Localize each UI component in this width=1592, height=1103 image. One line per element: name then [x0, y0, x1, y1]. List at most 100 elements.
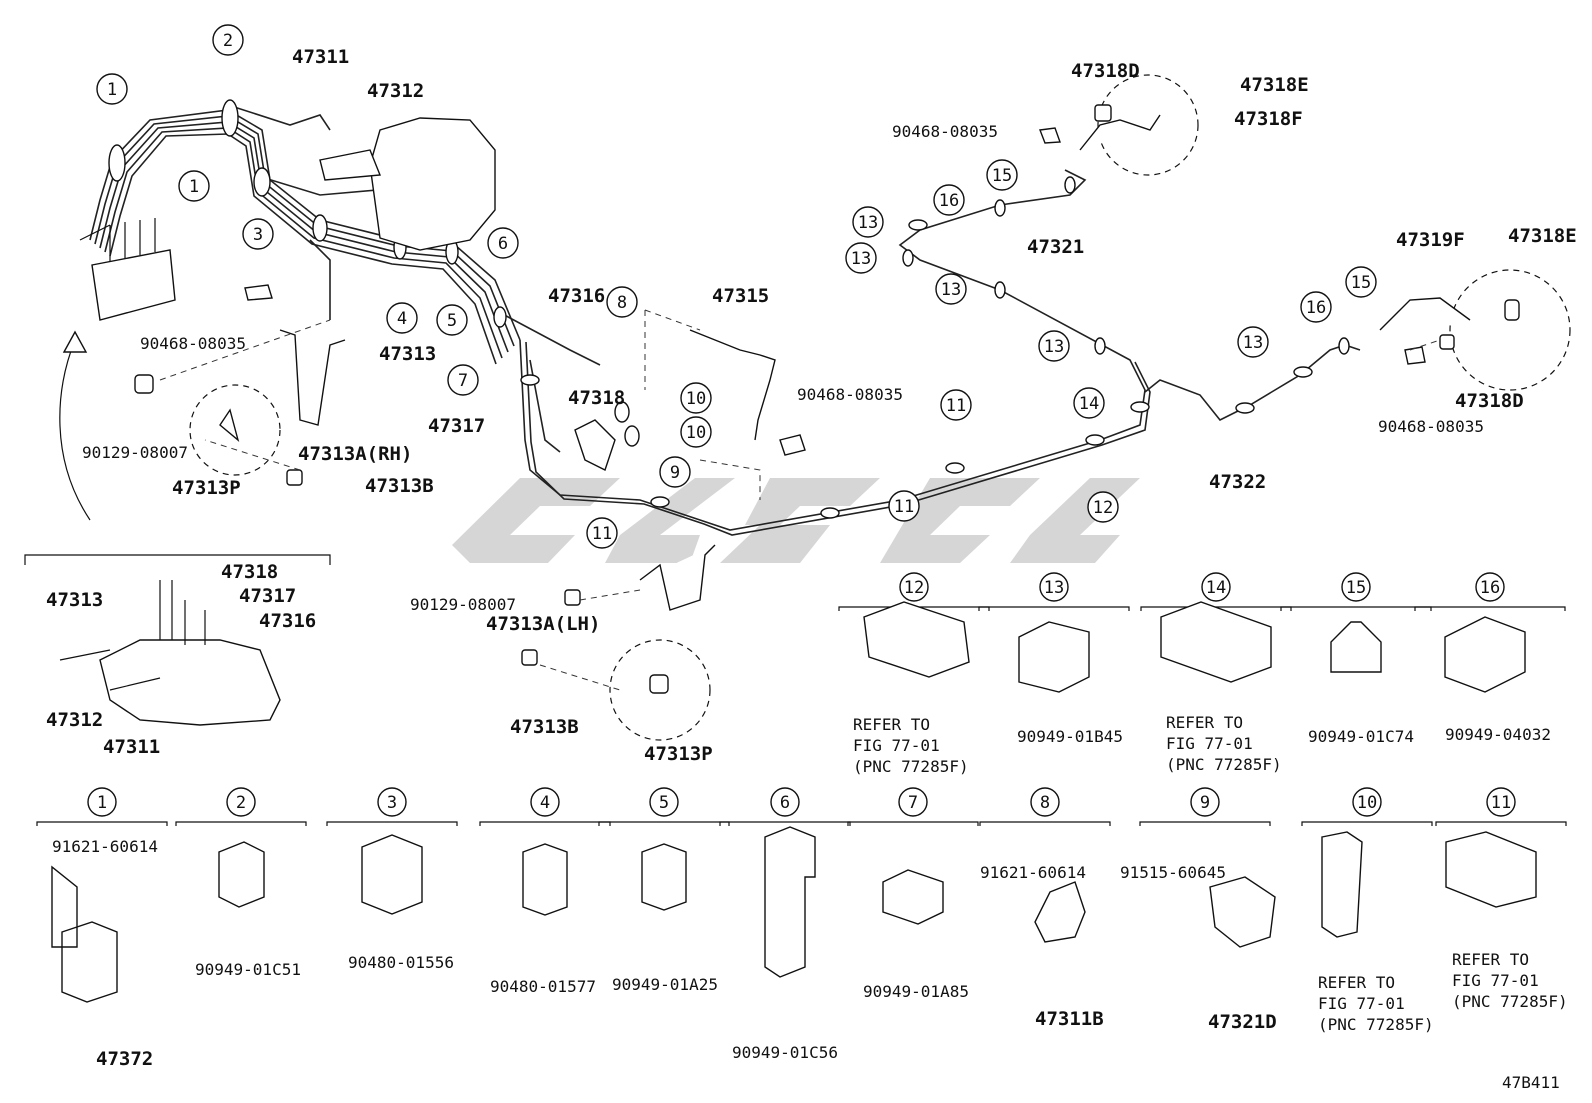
part-number-label: 47318 — [568, 387, 625, 409]
legend-callout-circle — [649, 787, 679, 817]
legend-callout-number: 15 — [1346, 578, 1366, 598]
callout-circle — [386, 302, 418, 334]
rear-rh-hose — [1039, 74, 1571, 391]
legend-callout-circle — [1341, 572, 1371, 602]
legend-bracket — [479, 821, 611, 826]
callout-number: 10 — [686, 389, 706, 409]
legend-callout-circle — [226, 787, 256, 817]
callout-15: 15 — [1345, 266, 1377, 298]
legend-text: 47372 — [96, 1048, 153, 1070]
legend-text: REFER TO — [1166, 713, 1243, 732]
legend-callout-circle — [770, 787, 800, 817]
legend-bracket — [175, 821, 307, 826]
legend-text: 90949-01C74 — [1308, 727, 1414, 746]
legend-text: FIG 77-01 — [853, 736, 940, 755]
callout-circle — [1038, 330, 1070, 362]
callout-number: 1 — [189, 177, 199, 197]
callout-circle — [1237, 326, 1269, 358]
callout-13: 13 — [935, 273, 967, 305]
clip10-drawing — [1321, 831, 1363, 938]
legend-text: 90949-01A85 — [863, 982, 969, 1001]
legend-text: 90480-01556 — [348, 953, 454, 972]
callout-number: 16 — [939, 191, 959, 211]
legend-callout-circle — [899, 572, 929, 602]
part-number-label: 47318 — [221, 561, 278, 583]
legend-item-7: 7 90949-01A85 — [847, 787, 979, 1001]
callout-13: 13 — [1038, 330, 1070, 362]
legend-callout-number: 4 — [540, 793, 550, 813]
callout-number: 10 — [686, 423, 706, 443]
callout-circle — [986, 159, 1018, 191]
callout-number: 2 — [223, 31, 233, 51]
legend-bracket — [1139, 821, 1271, 826]
part-number-label: 47317 — [428, 415, 485, 437]
clip8-drawing — [1034, 881, 1086, 943]
legend-text: (PNC 77285F) — [853, 757, 969, 776]
part-number-label: 47317 — [239, 585, 296, 607]
legend-bracket — [1435, 821, 1567, 826]
callout-number: 1 — [107, 80, 117, 100]
legend-callout-number: 7 — [908, 793, 918, 813]
callout-number: 12 — [1093, 498, 1113, 518]
callout-circle — [96, 73, 128, 105]
part-number-label: 47318F — [1234, 108, 1303, 130]
callout-circle — [680, 382, 712, 414]
callout-13: 13 — [845, 242, 877, 274]
legend-callout-number: 16 — [1480, 578, 1500, 598]
inset-detail — [24, 554, 331, 726]
legend-text: 90480-01577 — [490, 977, 596, 996]
legend-callout-circle — [1486, 787, 1516, 817]
callout-circle — [940, 389, 972, 421]
callout-circle — [606, 286, 638, 318]
part-number-label: 47322 — [1209, 471, 1266, 493]
legend-item-15: 15 90949-01C74 — [1280, 572, 1432, 746]
legend-text: (PNC 77285F) — [1166, 755, 1282, 774]
legend-text: REFER TO — [1452, 950, 1529, 969]
legend-callout-number: 11 — [1491, 793, 1511, 813]
legend-bracket — [719, 821, 851, 826]
part-number-label: 47311 — [292, 46, 349, 68]
legend-text: 91515-60645 — [1120, 863, 1226, 882]
callout-15: 15 — [986, 159, 1018, 191]
clip3-drawing — [361, 834, 423, 915]
callout-12: 12 — [1087, 491, 1119, 523]
legend-text: FIG 77-01 — [1452, 971, 1539, 990]
legend-callout-number: 1 — [97, 793, 107, 813]
legend-bracket — [979, 821, 1111, 826]
callout-number: 5 — [447, 311, 457, 331]
part-number-label: 47318D — [1455, 390, 1524, 412]
callout-circle — [178, 170, 210, 202]
legend-callout-number: 6 — [780, 793, 790, 813]
legend-callout-circle — [377, 787, 407, 817]
callout-number: 9 — [670, 463, 680, 483]
callout-13: 13 — [1237, 326, 1269, 358]
legend-callout-number: 13 — [1044, 578, 1064, 598]
callout-circle — [1300, 291, 1332, 323]
legend-callout-number: 2 — [236, 793, 246, 813]
callout-3: 3 — [242, 218, 274, 250]
callout-circle — [212, 24, 244, 56]
brake-booster — [319, 117, 496, 251]
part-number-label: 47316 — [548, 285, 605, 307]
callout-4: 4 — [386, 302, 418, 334]
legend-callout-circle — [1475, 572, 1505, 602]
part-number-label: 47313A(RH) — [298, 443, 412, 465]
part-number-label: 47312 — [367, 80, 424, 102]
legend-text: 91621-60614 — [52, 837, 158, 856]
part-number-label: 90468-08035 — [797, 385, 903, 404]
legend-bracket — [326, 821, 458, 826]
part-number-label: 47313A(LH) — [486, 613, 600, 635]
legend-callout-circle — [87, 787, 117, 817]
legend-text: 90949-01A25 — [612, 975, 718, 994]
callout-number: 15 — [1351, 273, 1371, 293]
part-number-label: 90129-08007 — [410, 595, 516, 614]
clip14-drawing — [1160, 601, 1272, 683]
